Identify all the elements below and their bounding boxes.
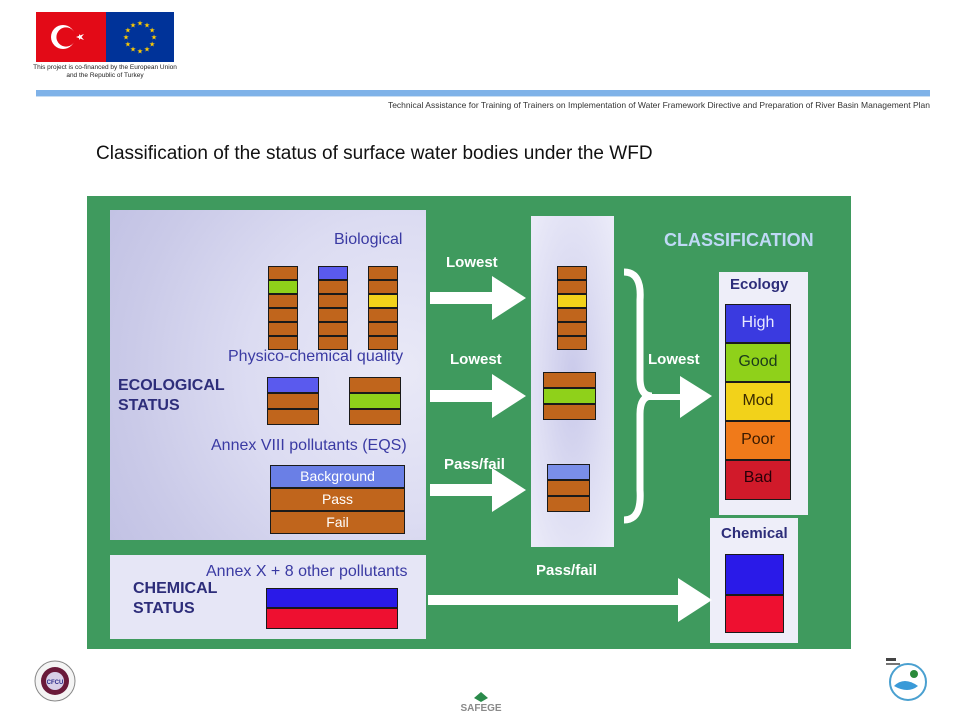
class-bad: Bad [725,460,791,500]
arrow-label-lowest-1: Lowest [446,254,498,271]
eu-star: ★ [123,34,129,42]
eu-star: ★ [144,46,150,54]
eu-star: ★ [130,46,136,54]
chemical-fail-cell [725,595,784,633]
arrow-label-lowest-2: Lowest [450,351,502,368]
turkey-flag [36,12,106,62]
ecology-title: Ecology [730,276,789,293]
bio-stack-3-cell [368,336,398,350]
eu-star: ★ [125,27,131,35]
eu-star: ★ [137,48,143,56]
bio-stack-1-cell [268,322,298,336]
bio-stack-3-cell [368,294,398,308]
bio-stack-1-cell [268,294,298,308]
chemical-good-cell [725,554,784,595]
slide-title: Classification of the status of surface … [96,143,653,164]
eqs-fail-bar: Fail [270,511,405,534]
chemical-title: Chemical [721,525,788,542]
bio-stack-1-cell [268,308,298,322]
eu-star: ★ [137,20,143,28]
mid-stack-bio-cell [557,294,587,308]
mid-stack-phys-cell [543,388,596,404]
annex-x-label: Annex X + 8 other pollutants [206,563,408,580]
phys-stack-2-cell [349,393,401,409]
mid-stack-eqs-cell [547,496,590,512]
header-bar [36,90,930,96]
arrow-biological [430,276,526,320]
class-high: High [725,304,791,343]
eu-star: ★ [130,21,136,29]
eu-star: ★ [149,27,155,35]
mid-stack-bio-cell [557,336,587,350]
class-moderate: Mod [725,382,791,421]
mid-stack-phys-cell [543,404,596,420]
bio-stack-2-cell [318,280,348,294]
bio-stack-2-cell [318,322,348,336]
mid-stack-eqs-cell [547,464,590,480]
biological-label: Biological [334,231,403,248]
phys-stack-2-cell [349,377,401,393]
class-poor: Poor [725,421,791,460]
bio-stack-2-cell [318,266,348,280]
bio-stack-1-cell [268,280,298,294]
eu-flag: ★★★★★★★★★★★★ [106,12,174,62]
class-good: Good [725,343,791,382]
eqs-pass-bar: Pass [270,488,405,511]
phys-stack-2-cell [349,409,401,425]
bio-stack-2-cell [318,336,348,350]
mid-stack-phys-cell [543,372,596,388]
arrow-chemical [428,578,712,622]
safege-logo: SAFEGE [446,690,516,714]
arrow-combined [642,376,712,418]
physico-chemical-label: Physico-chemical quality [228,348,404,365]
eu-star: ★ [151,34,157,42]
phys-stack-1-cell [267,393,319,409]
classification-label: CLASSIFICATION [664,230,814,250]
mid-stack-eqs-cell [547,480,590,496]
bio-stack-1-cell [268,266,298,280]
bio-stack-2-cell [318,308,348,322]
ministry-logo [884,656,930,702]
svg-text:CFCU: CFCU [47,680,64,686]
bio-stack-3-cell [368,266,398,280]
brace [623,268,653,524]
mid-stack-bio-cell [557,266,587,280]
mid-stack-bio-cell [557,322,587,336]
cofinance-text: This project is co-financed by the Europ… [33,64,177,79]
arrow-eqs [430,468,526,512]
bio-stack-2-cell [318,294,348,308]
svg-text:SAFEGE: SAFEGE [460,703,501,714]
arrow-label-passfail-2: Pass/fail [536,562,597,579]
chemical-fail-bar [266,608,398,629]
bio-stack-3-cell [368,322,398,336]
mid-stack-bio-cell [557,280,587,294]
phys-stack-1-cell [267,377,319,393]
project-title: Technical Assistance for Training of Tra… [387,100,930,110]
eu-star: ★ [144,21,150,29]
bio-stack-3-cell [368,308,398,322]
arrow-physico [430,374,526,418]
arrow-label-passfail-1: Pass/fail [444,456,505,473]
eu-star: ★ [149,41,155,49]
bio-stack-1-cell [268,336,298,350]
chemical-status-label: CHEMICAL STATUS [133,580,218,617]
eu-star: ★ [125,41,131,49]
mid-stack-bio-cell [557,308,587,322]
cfcu-logo: CFCU [34,660,76,702]
arrow-label-lowest-3: Lowest [648,351,700,368]
chemical-pass-bar [266,588,398,608]
eqs-background-bar: Background [270,465,405,488]
ecological-status-label: ECOLOGICAL STATUS [118,377,225,414]
bio-stack-3-cell [368,280,398,294]
phys-stack-1-cell [267,409,319,425]
annex-viii-label: Annex VIII pollutants (EQS) [211,437,407,454]
header-divider [36,96,930,97]
